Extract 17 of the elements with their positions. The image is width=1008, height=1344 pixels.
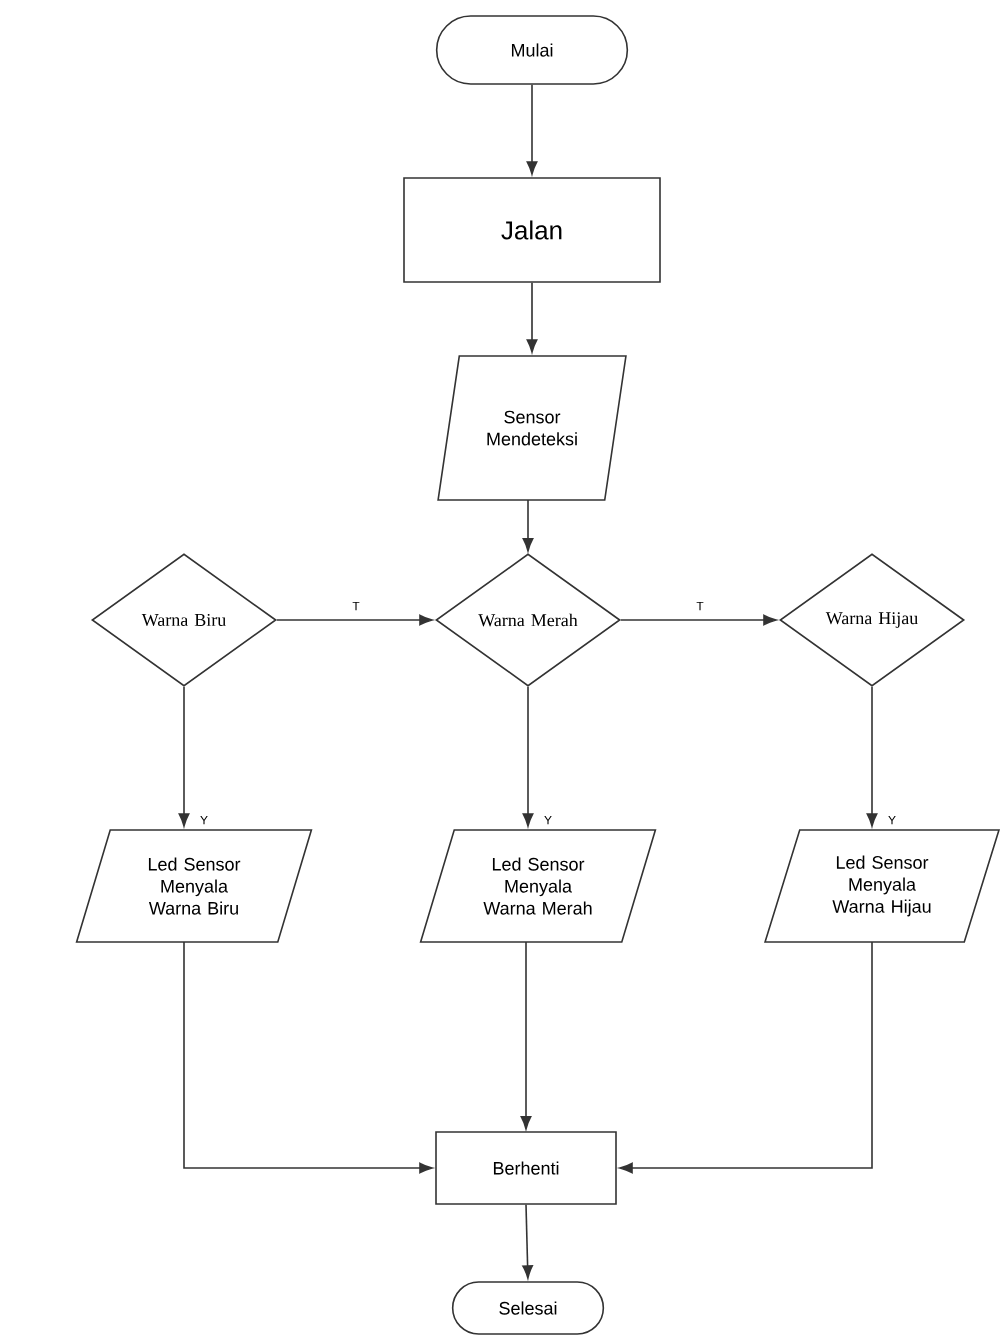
arrow [522, 686, 534, 827]
arrow [520, 941, 532, 1130]
process-box: Jalan [403, 177, 661, 283]
arrow [866, 686, 878, 827]
arrow [522, 499, 534, 552]
input-output-parallelogram: Led Sensor Menyala Warna Merah [419, 829, 657, 943]
arrow [178, 686, 190, 827]
arrow [276, 614, 433, 626]
arrow [183, 941, 433, 1174]
input-output-parallelogram: Led Sensor Menyala Warna Biru [75, 829, 313, 943]
arrow [620, 614, 777, 626]
arrow [526, 282, 538, 353]
arrow [619, 941, 873, 1174]
arrow [526, 84, 538, 175]
input-output-parallelogram: Sensor Mendeteksi [437, 355, 627, 501]
process-box: Berhenti [435, 1131, 617, 1205]
arrow [522, 1204, 533, 1279]
